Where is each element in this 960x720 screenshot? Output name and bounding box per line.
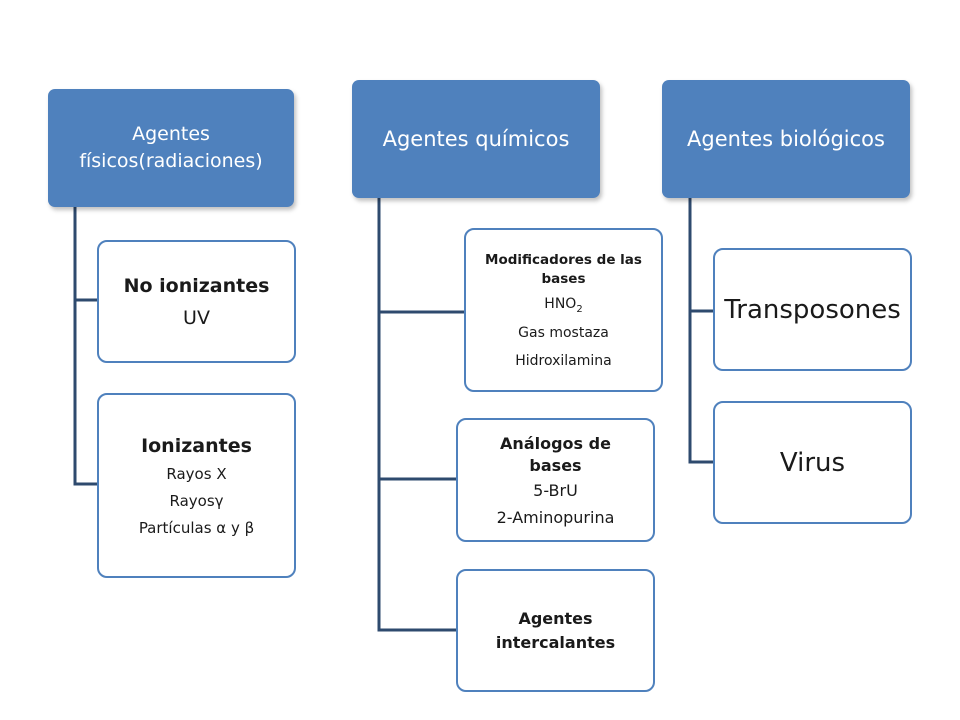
card-line: Rayosγ — [169, 491, 224, 510]
connector-chemical — [377, 312, 457, 481]
header-label: Agentes químicos — [382, 127, 570, 151]
card-transposons: Transposones — [713, 248, 912, 371]
header-label: Agentes físicos(radiaciones) — [79, 123, 263, 172]
connector-physical — [73, 300, 98, 486]
card-line: Rayos X — [166, 464, 227, 483]
connector-chemical — [377, 479, 457, 632]
card-base-analogs: Análogos de bases 5-BrU 2-Aminopurina — [456, 418, 655, 542]
card-title: Virus — [779, 447, 846, 478]
connector-chemical — [377, 198, 465, 314]
card-base-modifiers: Modificadores de las bases HNO2 Gas most… — [464, 228, 663, 392]
card-title: Ionizantes — [141, 434, 252, 457]
card-title: Análogos de bases — [500, 433, 611, 475]
card-non-ionizing: No ionizantes UV — [97, 240, 296, 363]
card-intercalating-agents: Agentes intercalantes — [456, 569, 655, 692]
card-line: Partículas α y β — [138, 518, 255, 537]
card-title: Transposones — [724, 294, 901, 325]
card-title: Modificadores de las bases — [485, 252, 642, 287]
header-physical-agents: Agentes físicos(radiaciones) — [48, 89, 294, 207]
connector-biological — [688, 198, 714, 313]
card-virus: Virus — [713, 401, 912, 524]
card-line: Gas mostaza — [518, 324, 609, 341]
card-line: 2-Aminopurina — [496, 508, 615, 528]
card-line: UV — [183, 306, 210, 329]
formula-hno: HNO — [544, 295, 577, 312]
card-line: Hidroxilamina — [515, 352, 612, 369]
header-biological-agents: Agentes biológicos — [662, 80, 910, 198]
formula-subscript: 2 — [576, 303, 583, 315]
connector-physical — [73, 207, 98, 302]
header-label: Agentes biológicos — [687, 127, 885, 151]
card-line: HNO2 — [544, 296, 582, 315]
header-chemical-agents: Agentes químicos — [352, 80, 600, 198]
connector-biological — [688, 311, 714, 464]
card-title: No ionizantes — [123, 274, 270, 297]
card-ionizing: Ionizantes Rayos X Rayosγ Partículas α y… — [97, 393, 296, 578]
card-line: 5-BrU — [533, 481, 578, 501]
card-title: Agentes intercalantes — [495, 609, 616, 652]
